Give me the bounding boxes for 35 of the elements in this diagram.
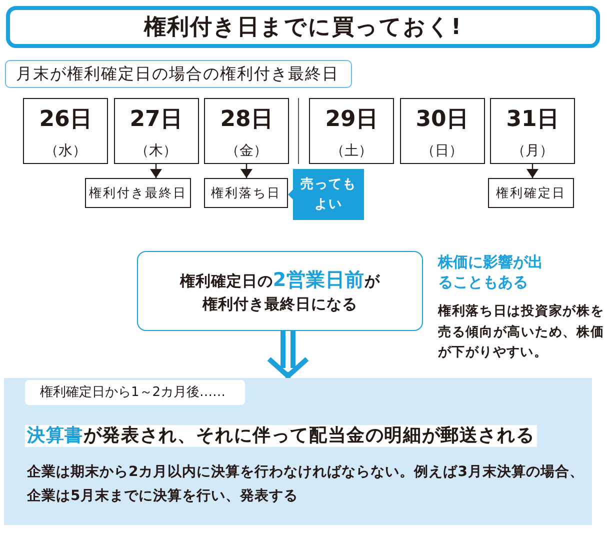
date-text: 26日 <box>39 107 92 133</box>
info-panel <box>4 378 592 525</box>
date-text: 27日 <box>130 107 182 133</box>
side-note-heading: 株価に影響が出ることもある <box>438 252 544 292</box>
label-box: 権利確定日 <box>488 178 574 208</box>
heading-box: 月末が権利確定日の場合の権利付き最終日 <box>5 60 352 88</box>
tab-label: 権利確定日から1～2カ月後…… <box>25 380 245 405</box>
weekday-text: （月） <box>512 142 554 160</box>
weekday-text: （水） <box>44 142 86 160</box>
highlighted-heading: 決算書が発表され、それに伴って配当金の明細が郵送される <box>25 425 537 447</box>
arrow <box>240 164 252 178</box>
weekday-text: （日） <box>421 142 463 160</box>
weekday-text: （金） <box>226 142 268 160</box>
body-text: 企業は期末から2カ月以内に決算を行わなければならない。例えば3月末決算の場合、企業は5月末までに決算を行い、発表する <box>27 463 585 506</box>
side-note-text: 権利落ち日は投資家が株を売る傾向が高いため、株価が下がりやすい。 <box>438 302 604 362</box>
weekday-text: （木） <box>135 142 177 160</box>
date-box <box>204 98 289 164</box>
date-box <box>490 98 575 164</box>
label-box: 権利落ち日 <box>204 178 288 208</box>
weekday-text: （土） <box>330 142 372 160</box>
date-text: 30日 <box>416 107 468 133</box>
date-box <box>23 98 108 164</box>
date-box <box>400 98 484 164</box>
arrow <box>526 164 538 178</box>
label-box: 権利付き最終日 <box>85 178 191 208</box>
date-box <box>114 98 198 164</box>
date-box <box>309 98 394 164</box>
date-text: 29日 <box>325 107 378 133</box>
double-arrow <box>266 328 310 380</box>
title-banner: 権利付き日までに買っておく! <box>6 6 600 48</box>
date-text: 28日 <box>220 107 273 133</box>
arrow <box>150 164 162 178</box>
speech-bubble: 売ってもよい <box>288 169 364 220</box>
date-text: 31日 <box>506 107 559 133</box>
note-box: 権利確定日の2営業日前が権利付き最終日になる <box>137 251 423 331</box>
